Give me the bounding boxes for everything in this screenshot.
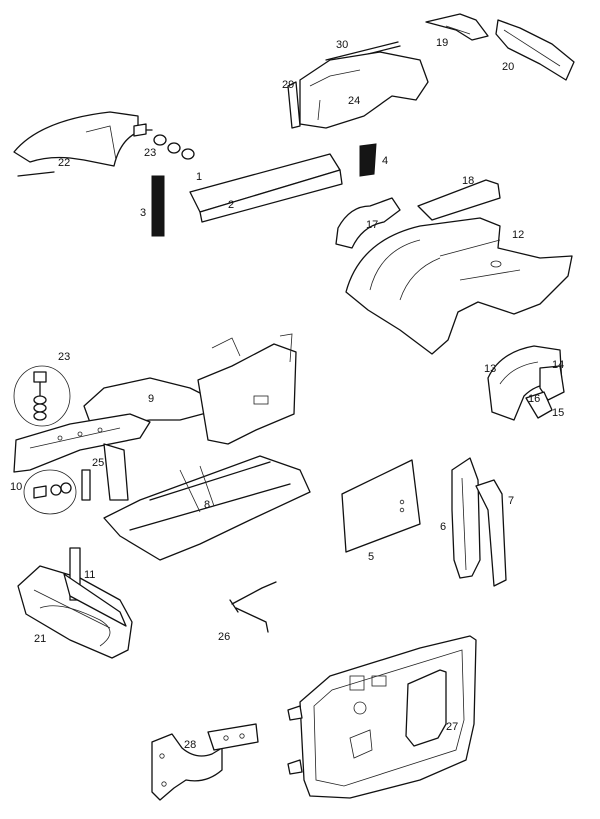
- bulkhead: [197, 333, 297, 445]
- label-23-upper: 23: [144, 147, 156, 159]
- part-3: [151, 175, 165, 237]
- label-6: 6: [440, 521, 446, 533]
- part-29: [287, 81, 301, 129]
- label-2: 2: [228, 199, 234, 211]
- label-9: 9: [148, 393, 154, 405]
- label-21: 21: [34, 633, 46, 645]
- part-26: [229, 581, 277, 633]
- label-4: 4: [382, 155, 388, 167]
- label-10: 10: [10, 481, 22, 493]
- part-6-pillar: [451, 457, 481, 579]
- label-18: 18: [462, 175, 474, 187]
- label-7: 7: [508, 495, 514, 507]
- part-23-fixings-upper: [133, 123, 195, 160]
- label-8: 8: [204, 499, 210, 511]
- part-17: [335, 197, 401, 249]
- part-22: [13, 111, 139, 177]
- part-12: [345, 217, 573, 355]
- label-17: 17: [366, 219, 378, 231]
- label-30: 30: [336, 39, 348, 51]
- label-22: 22: [58, 157, 70, 169]
- part-24: [299, 51, 429, 129]
- label-1: 1: [196, 171, 202, 183]
- part-27-door: [287, 635, 477, 799]
- label-3: 3: [140, 207, 146, 219]
- part-1-2-sill: [189, 153, 343, 223]
- part-5-panel: [341, 459, 421, 553]
- label-5: 5: [368, 551, 374, 563]
- label-16: 16: [528, 393, 540, 405]
- label-20: 20: [502, 61, 514, 73]
- label-28: 28: [184, 739, 196, 751]
- label-23-lower: 23: [58, 351, 70, 363]
- label-27: 27: [446, 721, 458, 733]
- label-24: 24: [348, 95, 360, 107]
- label-15: 15: [552, 407, 564, 419]
- label-26: 26: [218, 631, 230, 643]
- part-11-bracket: [63, 547, 127, 627]
- label-14: 14: [552, 359, 564, 371]
- part-25: [81, 443, 129, 501]
- part-4: [359, 143, 377, 177]
- label-29: 29: [282, 79, 294, 91]
- part-20: [495, 19, 575, 81]
- part-8-floor-frame: [103, 455, 311, 561]
- label-11: 11: [84, 569, 95, 581]
- label-13: 13: [484, 363, 496, 375]
- label-25: 25: [92, 457, 104, 469]
- part-28-hinge: [151, 723, 259, 801]
- label-19: 19: [436, 37, 448, 49]
- part-23-fixings-lower: [13, 365, 71, 427]
- part-21-cross-member: [17, 565, 133, 659]
- label-12: 12: [512, 229, 524, 241]
- part-18: [417, 179, 501, 221]
- part-19: [425, 13, 489, 41]
- part-7-strip: [475, 479, 507, 587]
- part-10-fixings: [23, 469, 77, 515]
- part-13-16-wheel-arch: [487, 345, 565, 421]
